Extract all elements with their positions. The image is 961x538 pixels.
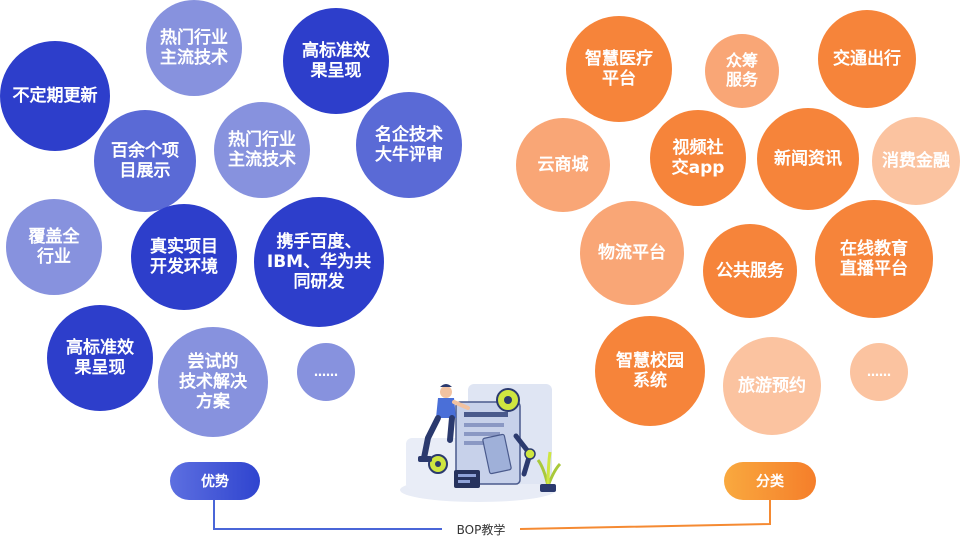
right-bubble-6: 新闻资讯 <box>757 108 859 210</box>
left-bubble-2: 高标准效 果呈现 <box>283 8 389 114</box>
developer-illustration <box>400 384 562 502</box>
right-bubble-3: 交通出行 <box>818 10 916 108</box>
right-bubble-9: 公共服务 <box>703 224 797 318</box>
left-bubble-4: 百余个项 目展示 <box>94 110 196 212</box>
right-bubble-2: 众筹 服务 <box>705 34 779 108</box>
left-bubble-3: 不定期更新 <box>0 41 110 151</box>
left-connector <box>213 500 442 530</box>
right-connector <box>519 500 771 530</box>
left-bubble-6: 名企技术 大牛评审 <box>356 92 462 198</box>
center-label: BOP教学 <box>442 521 520 537</box>
left-bubble-7: 覆盖全 行业 <box>6 199 102 295</box>
left-bubble-12: …… <box>297 343 355 401</box>
left-bubble-10: 高标准效 果呈现 <box>47 305 153 411</box>
right-bubble-13: …… <box>850 343 908 401</box>
right-bubble-12: 旅游预约 <box>723 337 821 435</box>
left-bubble-8: 真实项目 开发环境 <box>131 204 237 310</box>
right-bubble-11: 智慧校园 系统 <box>595 316 705 426</box>
right-bubble-8: 物流平台 <box>580 201 684 305</box>
left-bubble-9: 携手百度、 IBM、华为共 同研发 <box>254 197 384 327</box>
advantage-label[interactable]: 优势 <box>170 462 260 500</box>
category-label[interactable]: 分类 <box>724 462 816 500</box>
right-bubble-7: 消费金融 <box>872 117 960 205</box>
right-bubble-5: 视频社 交app <box>650 110 746 206</box>
right-bubble-4: 云商城 <box>516 118 610 212</box>
right-bubble-1: 智慧医疗 平台 <box>566 16 672 122</box>
left-bubble-5: 热门行业 主流技术 <box>214 102 310 198</box>
left-bubble-11: 尝试的 技术解决 方案 <box>158 327 268 437</box>
right-bubble-10: 在线教育 直播平台 <box>815 200 933 318</box>
left-bubble-1: 热门行业 主流技术 <box>146 0 242 96</box>
